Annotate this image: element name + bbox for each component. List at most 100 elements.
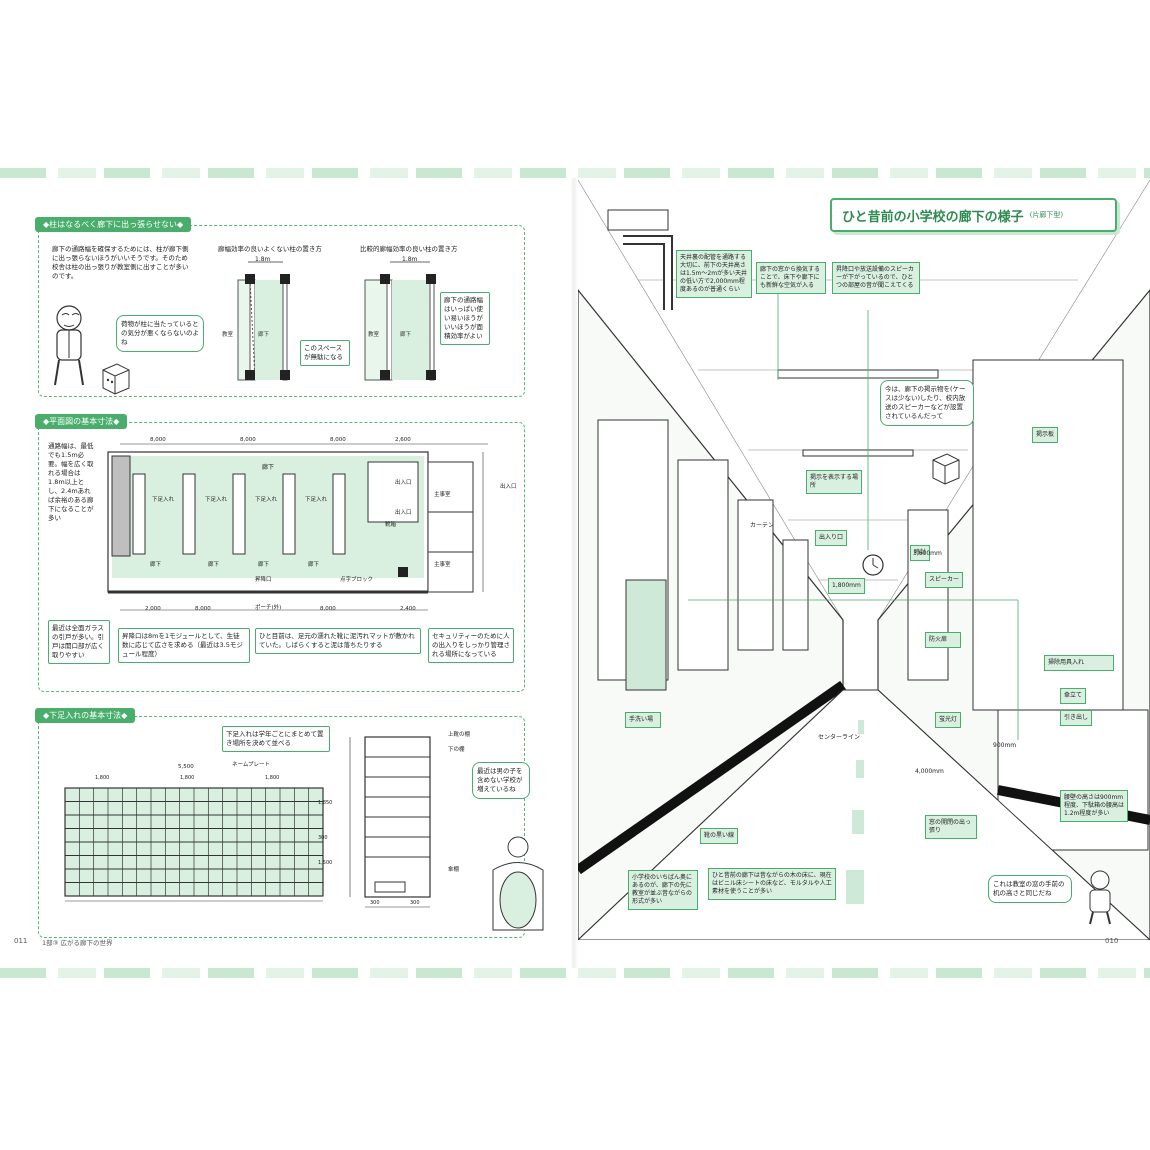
plan-label-11: 点字ブロック (340, 577, 374, 583)
label-3600: 3,600mm (913, 550, 942, 557)
shelf-label-mid: 下の棚 (448, 747, 465, 753)
label-entrance: 出入り口 (815, 530, 848, 546)
panel-title: ◆平面図の基本寸法◆ (35, 414, 128, 429)
pillar-diagram-b (364, 261, 436, 381)
plan-label-7: 廊下 (208, 562, 220, 568)
label-curtain: カーテン (750, 522, 775, 529)
label-4000: 4,000mm (915, 768, 944, 775)
height-dim-2: 300 (318, 835, 328, 841)
callout-speaker: 昇降口や放送設備のスピーカーが下がっているので、ひとつの部屋の音が聞こえてくる (832, 262, 920, 294)
panel-title: ◆柱はなるべく廊下に出っ張らせない◆ (35, 217, 192, 232)
note-security: セキュリティーのために人の出入りをしっかり管理される場所になっている (428, 628, 514, 663)
teacher-character (54, 305, 84, 386)
corner-speech-bubble: これは教室の窓の手前の机の高さと同じだね (988, 875, 1072, 903)
shoebox-side-section (349, 736, 431, 908)
chapter-label: 1部③ 広がる廊下の世界 (42, 939, 113, 947)
diagram-b-title: 比較的廊幅効率の良い柱の置き方 (360, 245, 458, 253)
note-module: 昇降口は8mを1モジュールとして、生徒数に応じて広さを求める（最近は3.5モジュ… (118, 628, 250, 663)
dim-b: 1.8m (402, 256, 418, 263)
corridor-width-note: 通路幅は、最低でも1.5m必要。幅を広く取れる場合は1.8m以上とし、2.4mあ… (48, 442, 94, 522)
cube-mascot-right (932, 453, 960, 485)
note-mat: ひと目前は、足元の濡れた靴に泥汚れマットが敷かれていた。しばらくすると泥は落ちた… (255, 628, 421, 654)
bottom-dim-2: 300 (410, 900, 420, 906)
panel-title: ◆下足入れの基本寸法◆ (35, 708, 136, 723)
height-dim-1: 1,850 (318, 800, 333, 806)
dim-bottom-1: 2,000 (145, 606, 161, 612)
note-floor-materials: ひと昔前の廊下は昔ながらの木の床に、現在はビニル床シートの床など、モルタルや人工… (708, 868, 836, 900)
corridor-label: 廊下 (262, 464, 275, 471)
bottom-decorative-stripe (0, 968, 1150, 978)
callout-ventilation: 廊下の窓から換気することで、床下や廊下にも新鮮な空気が入る (756, 262, 826, 294)
shoebox-width-1: 1,800 (95, 775, 110, 781)
diagram-a-title: 廊幅効率の良いよくない柱の置き方 (218, 245, 322, 253)
dim-bottom-4: 2,400 (400, 606, 416, 612)
callout-ceiling-height: 天井裏の配管を通路する大切に、前下の天井高さは1.5m〜2mが多い天井の低い方で… (676, 250, 752, 298)
label-width-1800: 1,800mm (828, 578, 865, 594)
label-wash-area: 手洗い場 (625, 712, 661, 728)
shoebox-speech-bubble: 最近は男の子を含めない学校が増えているね (472, 762, 530, 799)
box-mascot-bubble: 今は、廊下の掲示物を(ケースは少ない)したり、校内放送のスピーカーなどが設置され… (880, 380, 974, 426)
label-fire-door: 防火扉 (925, 632, 961, 648)
dim-top-4: 2,600 (395, 437, 411, 443)
plan-label-1: 下足入れ (152, 497, 175, 503)
note-corridor-layout: 小学校のいちばん奥にあるのが、廊下の先に教室が並ぶ昔ながらの形式が多い (628, 870, 698, 910)
shoebox-front-elevation (64, 787, 324, 902)
label-room-b: 教室 (368, 332, 380, 338)
student-character (492, 836, 544, 931)
plan-label-13: 出入口 (395, 480, 412, 486)
plan-label-17: 主事室 (434, 562, 451, 568)
label-cleaning: 掃除用具入れ (1044, 655, 1114, 671)
intro-text: 廊下の通路幅を確保するためには、柱が廊下側に出っ張らないほうがいいそうです。その… (52, 245, 189, 280)
shelf-label-top: 上靴の棚 (448, 732, 471, 738)
label-center-line: センターライン (818, 734, 861, 741)
label-umbrella: 傘立て (1060, 688, 1087, 704)
label-window-protrusion: 窓の開閉の出っ張り (925, 815, 977, 839)
bottom-dim-1: 300 (370, 900, 380, 906)
dim-bottom-2: 8,000 (195, 606, 211, 612)
note-waist-wall: 腰壁の高さは900mm程度、下駄箱の腰高は1.2m程度が多い (1060, 790, 1128, 822)
shoebox-total-width: 5,500 (178, 764, 194, 770)
note-wasted-space: このスペースが無駄になる (300, 340, 350, 366)
plan-label-5: 靴箱 (385, 522, 397, 528)
label-black-line: 靴の黒い線 (700, 828, 739, 844)
plan-label-6: 廊下 (150, 562, 162, 568)
cube-mascot (102, 363, 130, 395)
corridor-title-box: ひと昔前の小学校の廊下の様子 (片廊下型) (830, 198, 1117, 232)
plan-label-4: 下足入れ (305, 497, 328, 503)
floor-plan-drawing (107, 443, 488, 611)
corridor-illustration (578, 180, 1150, 940)
page-subtitle: (片廊下型) (1029, 211, 1064, 219)
pillar-diagram-a (237, 261, 290, 381)
page-gutter (570, 178, 578, 968)
speech-bubble: 荷物が柱に当たっているとの気分が悪くならないのよね (116, 315, 204, 352)
top-decorative-stripe (0, 168, 1150, 178)
note-glass-door: 最近は全面ガラスの引戸が多い。引戸は開口部が広く取りやすい (48, 620, 110, 664)
note-shoebox-grouping: 下足入れは学年ごとにまとめて置き場所を決めて並べる (222, 726, 330, 752)
plan-label-10: 昇降口 (255, 577, 272, 583)
label-drawer: 引き出し (1060, 710, 1093, 726)
right-page-number: 010 (1105, 937, 1119, 945)
plan-label-8: 廊下 (258, 562, 270, 568)
plan-label-9: 廊下 (308, 562, 320, 568)
mascot-corner (1089, 870, 1111, 925)
shelf-label-bottom: 傘棚 (448, 867, 460, 873)
dim-bottom-3: 8,000 (320, 606, 336, 612)
label-room-a: 教室 (222, 332, 234, 338)
dim-top-3: 8,000 (330, 437, 346, 443)
shoebox-width-3: 1,800 (265, 775, 280, 781)
label-bulletin-board: 掲示板 (1032, 427, 1059, 443)
page-title: ひと昔前の小学校の廊下の様子 (842, 209, 1024, 225)
dim-top-2: 8,000 (240, 437, 256, 443)
label-notice-area: 掲示を表示する場所 (806, 470, 862, 494)
dim-a: 1.8m (255, 256, 271, 263)
shoebox-width-2: 1,800 (180, 775, 195, 781)
label-corridor-a: 廊下 (258, 332, 270, 338)
dim-top-1: 8,000 (150, 437, 166, 443)
label-clock: 時計 (910, 545, 931, 561)
label-900: 900mm (993, 742, 1017, 749)
plan-label-2: 下足入れ (205, 497, 228, 503)
name-plate-label: ネームプレート (232, 762, 271, 768)
label-corridor-b: 廊下 (400, 332, 412, 338)
plan-label-15: 出入口 (500, 484, 517, 490)
plan-label-12: ポーチ(外) (255, 605, 282, 611)
